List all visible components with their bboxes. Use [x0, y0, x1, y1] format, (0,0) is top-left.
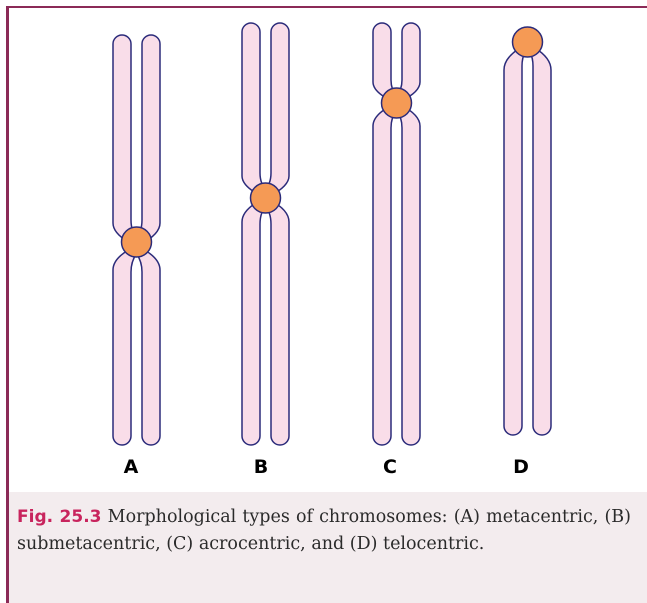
chromosome-d	[503, 26, 552, 436]
label-b: B	[253, 456, 269, 478]
label-d: D	[513, 456, 529, 478]
chromosome-d-left-arm	[503, 47, 526, 436]
chromosome-d-right-arm	[529, 47, 552, 436]
caption-paragraph: Fig. 25.3 Morphological types of chromos…	[17, 504, 631, 558]
chromosome-diagram: A B C D	[9, 8, 647, 492]
figure-box: A B C D Fig. 25.3 Morphological types of…	[6, 6, 647, 603]
centromere-d	[511, 26, 544, 58]
chromosome-c-left-upper-arm	[372, 22, 398, 102]
label-c: C	[383, 456, 397, 478]
chromosome-b-right-lower-arm	[263, 199, 290, 446]
chromosome-b-left-lower-arm	[241, 199, 268, 446]
figure-number: Fig. 25.3	[17, 507, 102, 527]
chromosome-c-left-lower-arm	[372, 104, 398, 446]
chromosome-c	[372, 22, 421, 446]
chromosome-b-right-upper-arm	[263, 22, 290, 197]
chromosome-a-right-upper-arm	[134, 34, 161, 245]
chromosome-c-right-lower-arm	[395, 104, 421, 446]
caption-text: Morphological types of chromosomes: (A) …	[17, 507, 631, 554]
chromosome-diagram-svg	[112, 22, 552, 446]
label-a: A	[123, 456, 139, 478]
chromosome-b-left-upper-arm	[241, 22, 268, 197]
centromere-b	[249, 182, 282, 214]
chromosome-a	[112, 34, 161, 446]
chromosome-b	[241, 22, 290, 446]
chromosome-a-right-lower-arm	[134, 247, 161, 446]
figure-caption: Fig. 25.3 Morphological types of chromos…	[9, 492, 647, 603]
chromosome-a-left-upper-arm	[112, 34, 139, 245]
centromere-a	[120, 226, 153, 258]
centromere-c	[380, 87, 413, 119]
chromosome-a-left-lower-arm	[112, 247, 139, 446]
